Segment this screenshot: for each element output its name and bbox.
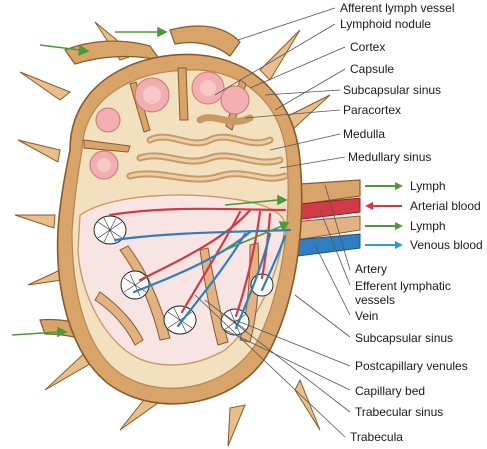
medullary-cords-fill <box>128 135 287 181</box>
legend-arterial-blood-label: Arterial blood <box>410 199 481 213</box>
label-artery: Artery <box>355 262 387 276</box>
legend-lymph-in-label: Lymph <box>410 179 446 193</box>
arteries <box>108 207 287 318</box>
label-capsule: Capsule <box>350 62 394 76</box>
lymphoid-nodules <box>89 71 250 180</box>
label-efferent-lymphatic-vessels-line2: vessels <box>355 293 395 307</box>
legend-arterial-blood: Arterial blood <box>365 199 481 213</box>
label-cortex: Cortex <box>350 40 385 54</box>
label-postcapillary-venules: Postcapillary venules <box>355 359 468 373</box>
legend-venous-blood-label: Venous blood <box>410 238 483 252</box>
hilum-vessels <box>284 179 361 257</box>
label-trabecular-sinus: Trabecular sinus <box>355 405 443 419</box>
label-vein: Vein <box>355 309 378 323</box>
label-medullary-sinus: Medullary sinus <box>348 150 431 164</box>
label-trabecula: Trabecula <box>350 430 403 444</box>
label-efferent-lymphatic-vessels-line1: Efferent lymphatic <box>355 279 451 293</box>
legend-lymph-out: Lymph <box>365 219 446 233</box>
label-capillary-bed: Capillary bed <box>355 384 425 398</box>
label-afferent-lymph-vessel: Afferent lymph vessel <box>340 1 455 15</box>
label-subcapsular-sinus-top: Subcapsular sinus <box>343 83 441 97</box>
label-paracortex: Paracortex <box>343 103 401 117</box>
legend-venous-blood: Venous blood <box>365 238 483 252</box>
label-medulla: Medulla <box>343 127 385 141</box>
label-subcapsular-sinus-bottom: Subcapsular sinus <box>355 331 453 345</box>
afferent-lymph-arrows <box>11 26 290 338</box>
leader-lines <box>194 7 351 438</box>
legend-lymph-in: Lymph <box>365 179 446 193</box>
legend: Lymph Arterial blood Lymph Venous blood <box>365 179 483 252</box>
label-lymphoid-nodule: Lymphoid nodule <box>340 17 431 31</box>
legend-lymph-out-label: Lymph <box>410 219 446 233</box>
